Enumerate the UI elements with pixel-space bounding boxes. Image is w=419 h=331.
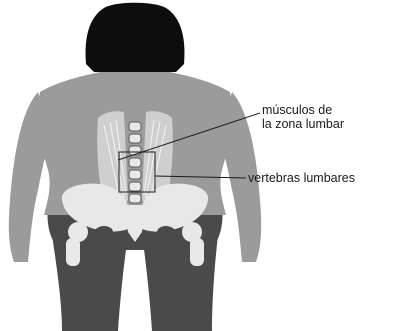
vertebra [129,146,141,155]
hair [86,3,185,72]
femur-left [66,238,80,266]
vertebra [129,134,141,143]
vertebra [129,194,141,203]
obturator-right [157,226,175,238]
muscles-label: músculos de la zona lumbar [262,103,344,131]
lumbar-spine [129,122,141,203]
vertebrae-label: vertebras lumbares [248,171,355,185]
vertebra [129,122,141,131]
vertebra [129,170,141,179]
vertebra [129,158,141,167]
obturator-left [95,226,113,238]
vertebra [129,182,141,191]
muscles-label-line1: músculos de [262,103,344,117]
muscles-label-line2: la zona lumbar [262,117,344,131]
femur-right [190,238,204,266]
